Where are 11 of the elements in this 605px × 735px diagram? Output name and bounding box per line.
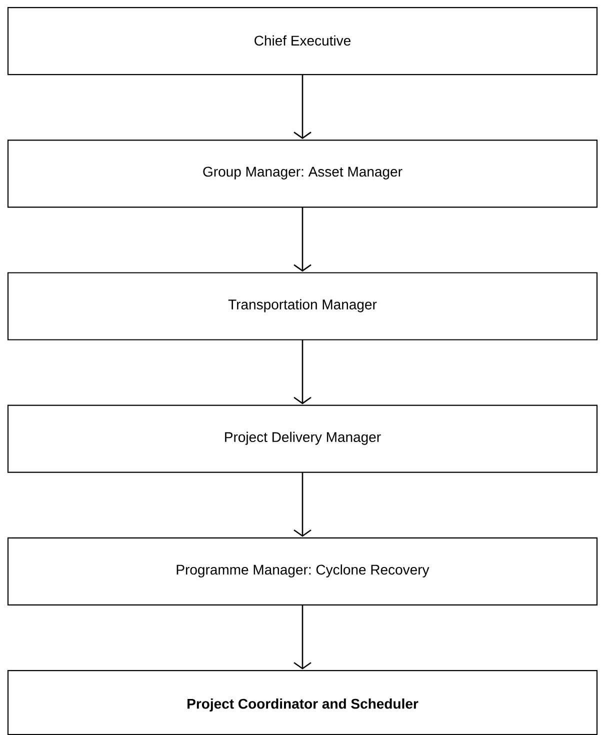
- arrow: [294, 605, 312, 670]
- arrow: [294, 340, 312, 404]
- role-box: Group Manager: Asset Manager: [7, 140, 598, 208]
- role-box: Project Delivery Manager: [7, 404, 598, 473]
- role-box: Project Coordinator and Scheduler: [7, 670, 598, 735]
- arrow: [294, 74, 312, 139]
- role-box: Chief Executive: [7, 7, 598, 76]
- arrow: [294, 207, 312, 272]
- role-box: Programme Manager: Cyclone Recovery: [7, 537, 598, 606]
- arrow: [294, 472, 312, 537]
- role-box: Transportation Manager: [7, 272, 598, 340]
